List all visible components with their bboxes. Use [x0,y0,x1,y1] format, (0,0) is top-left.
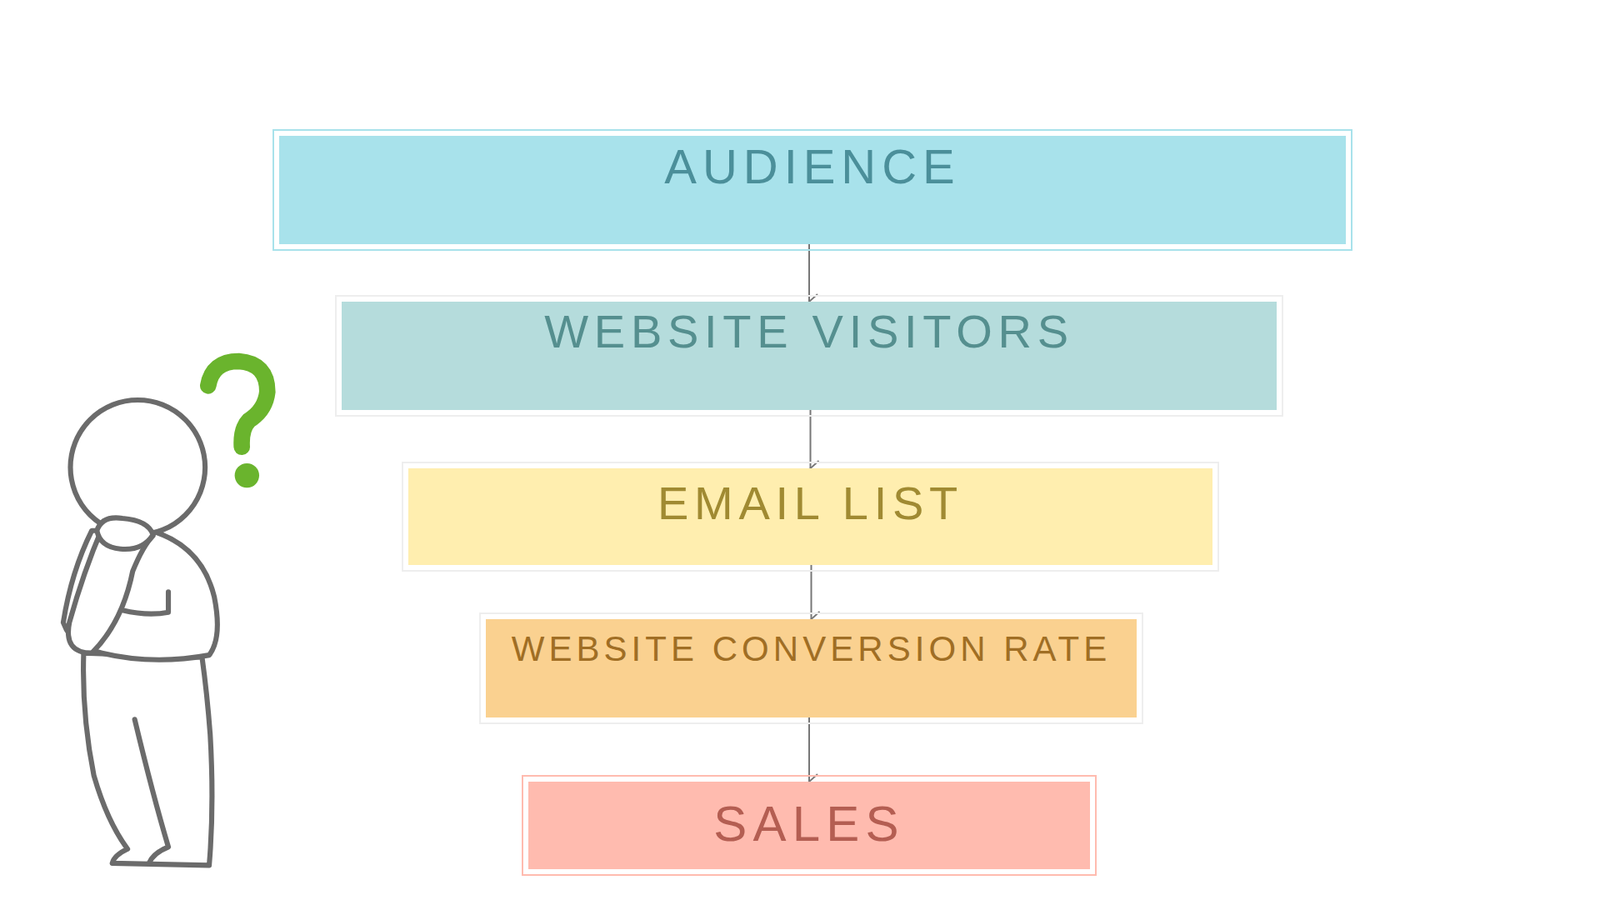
person-hand [96,517,153,550]
band-label: WEBSITE CONVERSION RATE [485,631,1137,667]
person-forearm [122,591,169,614]
funnel-band: AUDIENCE [279,135,1346,245]
band-label: WEBSITE VISITORS [341,308,1277,355]
band-label: EMAIL LIST [408,480,1213,527]
funnel-band: WEBSITE VISITORS [341,301,1277,410]
flow-arrow [808,244,810,302]
person-leg-gap [135,719,169,864]
question-mark-dot [235,463,260,488]
band-label: SALES [528,799,1090,850]
person-legs [83,653,212,866]
funnel-band: SALES [528,781,1090,870]
person-head [70,400,205,535]
funnel-band: EMAIL LIST [408,468,1213,565]
flow-arrow [808,717,810,782]
flow-arrow [810,565,813,620]
band-label: AUDIENCE [279,142,1346,191]
question-mark [208,360,268,447]
flow-arrow [810,410,812,469]
funnel-band: WEBSITE CONVERSION RATE [485,619,1137,718]
